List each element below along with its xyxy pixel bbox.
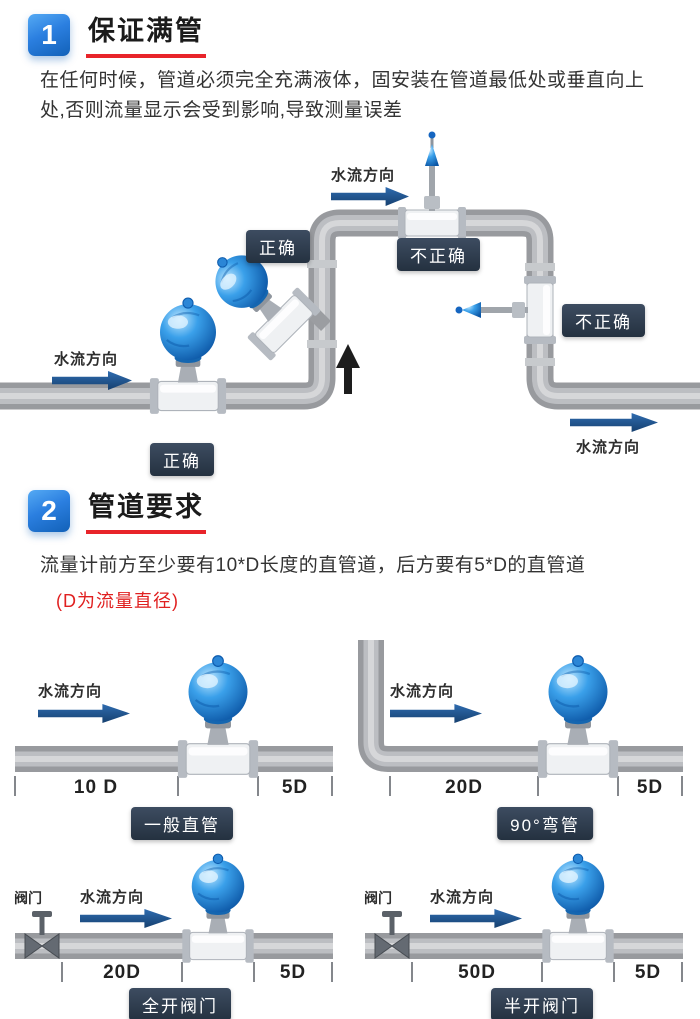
flowmeter [178,656,258,778]
diagram-straight-pipe: 水流方向 10 D 5D 一般直管 [0,626,350,840]
section1-header: 1 保证满管 [28,14,206,58]
badge-incorrect-top: 不正确 [397,238,480,271]
flowmeter-incorrect-top [397,131,467,240]
diagram-90-bend-svg [358,640,683,796]
pipe-flange [307,260,337,268]
flow-direction-label: 水流方向 [390,683,455,700]
flow-direction-label-bottom-right: 水流方向 [576,439,641,456]
diagram-open-valve-svg [15,838,333,982]
section2-note: (D为流量直径) [56,591,179,611]
flowmeter [182,854,253,963]
dimension-front: 20D [103,962,141,983]
diagram-half-valve-svg [365,838,683,982]
badge-incorrect-right: 不正确 [562,304,645,337]
dimension-ticks [389,776,683,796]
dimension-front: 20D [445,777,483,798]
section1-number-badge: 1 [28,14,70,56]
flowmeter-correct-low [150,298,226,414]
flowmeter-correct-vertical [194,234,331,361]
pipe-run [358,640,683,772]
flow-direction-label-left: 水流方向 [54,351,119,368]
section2-number-badge: 2 [28,490,70,532]
dimension-ticks [14,776,333,796]
diagram-straight-pipe-svg [14,626,333,796]
dimension-back: 5D [634,962,662,983]
section2-header: 2 管道要求 [28,490,206,534]
section1-description: 在任何时候，管道必须完全充满液体，固安装在管道最低处或垂直向上处,否则流量显示会… [40,70,645,122]
diagram-90-bend: 水流方向 20D 5D 90°弯管 [350,626,700,840]
flow-direction-label-top: 水流方向 [331,167,396,184]
pipe-flange [307,340,337,348]
dimension-back: 5D [281,777,309,798]
valve-label: 阀门 [364,890,392,906]
diagram-caption: 一般直管 [131,807,233,840]
section2-description: 流量计前方至少要有10*D长度的直管道，后方要有5*D的直管道 [40,555,586,576]
dimension-back: 5D [279,962,307,983]
diagram-caption: 全开阀门 [129,988,231,1019]
diagram-caption: 半开阀门 [491,988,593,1019]
diagram-caption: 90°弯管 [497,807,593,840]
diagram-half-valve: 阀门 水流方向 50D 5D 半开阀门 [350,838,700,1019]
flowmeter [542,854,613,963]
dimension-ticks [411,962,683,982]
diagram-open-valve: 阀门 水流方向 20D 5D 全开阀门 [0,838,350,1019]
valve-label: 阀门 [14,890,42,906]
up-flow-arrow [336,344,360,394]
dimension-back: 5D [636,777,664,798]
flowmeter [538,656,618,778]
dimension-front: 50D [458,962,496,983]
pipe-flange [525,358,555,366]
dimension-ticks [61,962,333,982]
flow-direction-label: 水流方向 [38,683,103,700]
pipe-flange [525,263,555,271]
full-pipe-diagram: 水流方向 水流方向 水流方向 正确 不正确 不正确 正确 [0,128,700,480]
flow-direction-label: 水流方向 [430,889,495,906]
flowmeter-incorrect-right [455,275,557,345]
flow-direction-label: 水流方向 [80,889,145,906]
dimension-front: 10 D [73,777,119,798]
badge-correct-bottom: 正确 [150,443,214,476]
section2-title: 管道要求 [86,490,206,534]
section1-title: 保证满管 [86,14,206,58]
badge-correct-mid: 正确 [246,230,310,263]
full-pipe-diagram-svg [0,131,700,480]
